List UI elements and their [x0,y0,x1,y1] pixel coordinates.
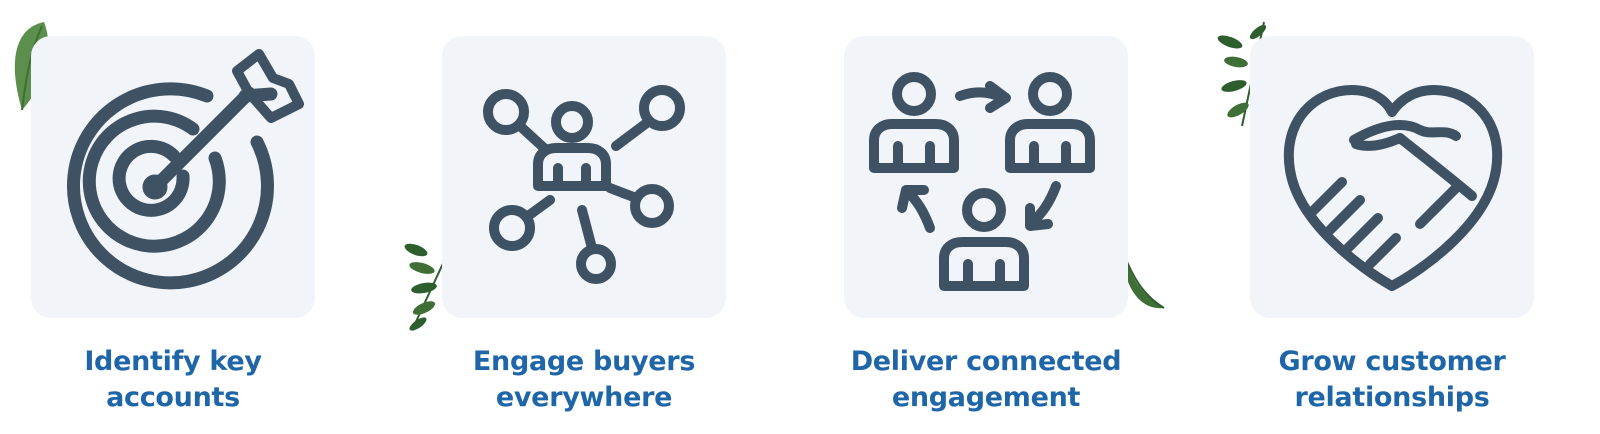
feature-tile [1250,36,1534,318]
feature-card-grow: Grow customer relationships [1250,36,1534,413]
connected-people-cycle-icon [869,72,1095,291]
caption-line-2: relationships [1294,382,1490,413]
caption-line-2: everywhere [495,382,673,413]
feature-caption: Engage buyers everywhere [402,344,766,416]
feature-caption: Identify key accounts [0,344,355,416]
caption-line-1: Deliver connected [850,346,1122,377]
caption-line-2: accounts [106,382,240,413]
network-people-icon [483,85,685,284]
caption-line-2: engagement [891,382,1081,413]
caption-line-1: Grow customer [1278,346,1506,377]
caption-line-1: Engage buyers [472,346,696,377]
feature-card-engage: Engage buyers everywhere [442,36,726,413]
feature-card-identify: Identify key accounts [31,36,315,413]
caption-line-1: Identify key [84,346,262,377]
feature-caption: Deliver connected engagement [804,344,1168,416]
target-arrow-icon [67,49,304,290]
feature-caption: Grow customer relationships [1210,344,1574,416]
feature-card-deliver: Deliver connected engagement [844,36,1128,413]
feature-tile [31,36,315,318]
feature-tile [844,36,1128,318]
handshake-heart-icon [1283,85,1503,291]
feature-tile [442,36,726,318]
